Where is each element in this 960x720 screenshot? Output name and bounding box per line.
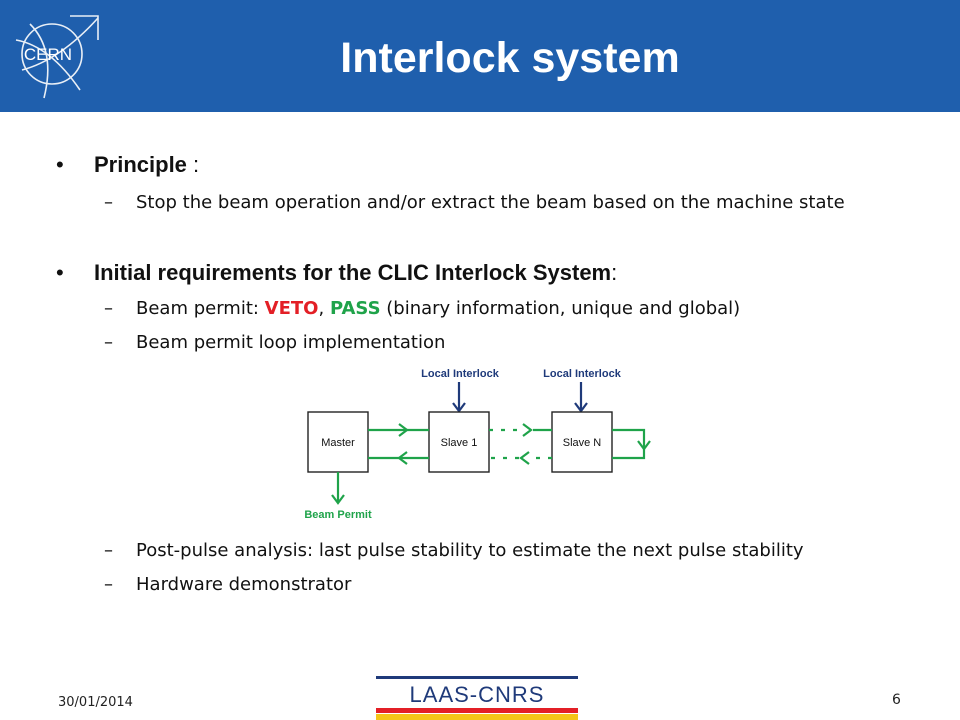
master-box [307,411,369,473]
bullet-principle-label: Principle [94,152,187,177]
laas-cnrs-logo: LAAS-CNRS [376,676,578,720]
laas-cnrs-logo-text: LAAS-CNRS [410,682,545,707]
cern-logo-text: CERN [24,45,72,64]
local-interlock-label-1: Local Interlock [421,368,500,380]
local-interlock-label-2: Local Interlock [543,368,622,380]
beam-permit-arrow [331,472,345,505]
veto-label: VETO [264,298,319,319]
beam-permit-loop-diagram: Local Interlock Local Interlock Master S… [304,368,651,521]
slave-1-label: Slave 1 [441,437,478,449]
local-interlock-arrow-1 [452,382,466,413]
slave-n-label: Slave N [563,437,602,449]
slide-header: CERN Interlock system [0,0,960,112]
master-label: Master [321,437,355,449]
bullet-requirements-label: Initial requirements for the CLIC Interl… [94,260,612,285]
pass-label: PASS [329,298,381,319]
bullet-dot: • [56,260,64,285]
footer-date: 30/01/2014 [58,695,133,710]
bullet-dot: • [56,152,64,177]
page-number: 6 [892,692,901,708]
slave-1-box [428,411,490,473]
slave-n-box [551,411,613,473]
page-title: Interlock system [340,34,680,82]
beam-permit-label: Beam Permit [304,509,372,521]
permit-loop-return [368,448,646,465]
cern-logo: CERN [15,15,99,99]
local-interlock-arrow-2 [574,382,588,413]
